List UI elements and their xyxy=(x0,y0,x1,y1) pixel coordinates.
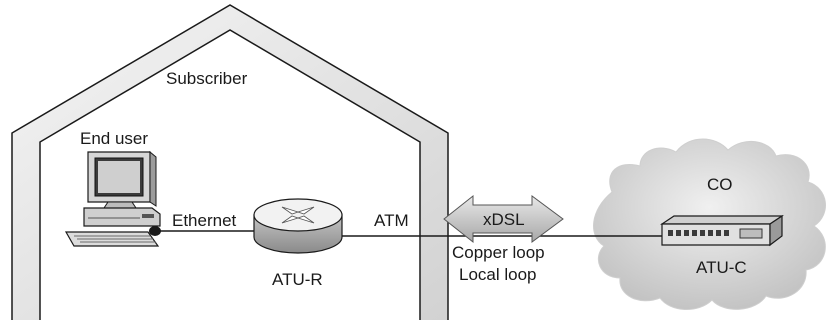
ethernet-label: Ethernet xyxy=(172,212,236,229)
atu-c-label: ATU-C xyxy=(696,259,747,276)
subscriber-house xyxy=(12,5,448,320)
atu-r-label: ATU-R xyxy=(272,271,323,288)
copper-loop-label: Copper loop xyxy=(452,244,545,261)
dslam-device-icon xyxy=(662,216,782,245)
local-loop-label: Local loop xyxy=(459,266,537,283)
co-label: CO xyxy=(707,176,733,193)
atm-label: ATM xyxy=(374,212,409,229)
xdsl-label: xDSL xyxy=(483,211,525,228)
subscriber-label: Subscriber xyxy=(166,70,247,87)
end-user-label: End user xyxy=(80,130,148,147)
router-icon xyxy=(254,199,342,253)
